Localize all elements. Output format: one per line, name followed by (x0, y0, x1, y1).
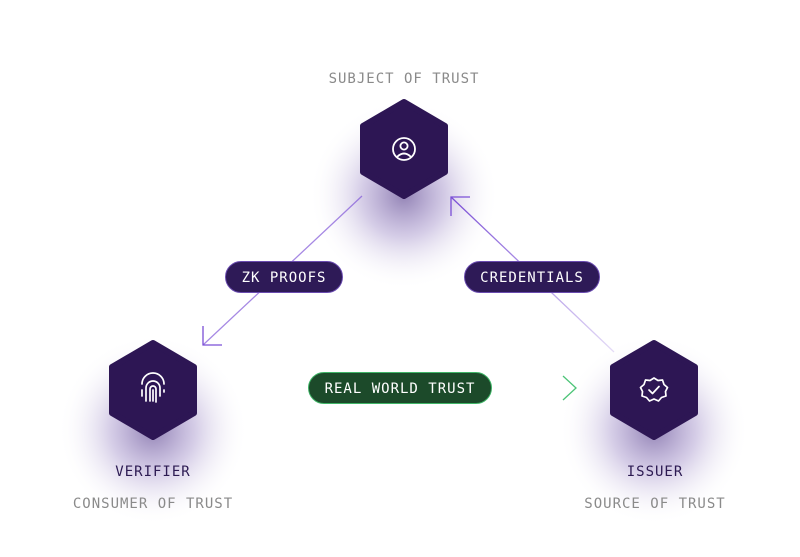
real-world-trust-arrowhead (562, 375, 577, 401)
issuer-hexagon (610, 340, 698, 440)
real-world-trust-pill: REAL WORLD TRUST (308, 372, 492, 404)
credentials-arrowhead (450, 196, 470, 216)
verifier-node (109, 340, 197, 440)
issuer-title: ISSUER (626, 464, 684, 480)
subject-title: SUBJECT OF TRUST (328, 71, 480, 87)
issuer-node (610, 340, 698, 440)
zk-proofs-pill: ZK PROOFS (225, 261, 343, 293)
subject-node (360, 99, 448, 199)
verified-badge-icon (639, 377, 669, 402)
issuer-subtitle: SOURCE OF TRUST (584, 496, 726, 512)
user-circle-icon (392, 137, 416, 161)
zk-proofs-arrowhead (202, 326, 222, 346)
fingerprint-icon (141, 372, 165, 403)
credentials-pill: CREDENTIALS (464, 261, 600, 293)
verifier-subtitle: CONSUMER OF TRUST (72, 496, 234, 512)
verifier-title: VERIFIER (115, 464, 191, 480)
